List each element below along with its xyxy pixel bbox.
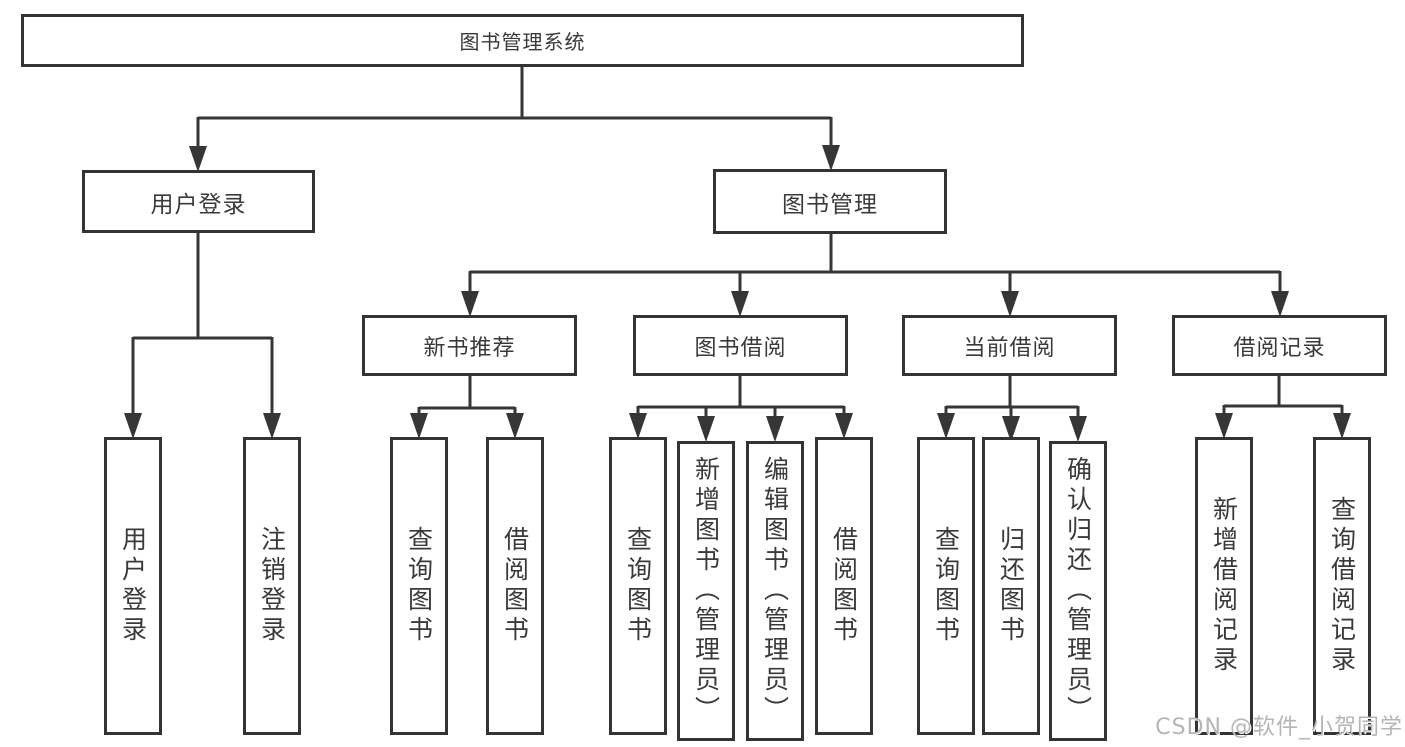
leaf-add-borrow-record-label: 新增借阅记录 [1209, 496, 1239, 676]
node-new-book-recommend-label: 新书推荐 [423, 335, 516, 361]
leaf-query-book-current: 查询图书 [917, 437, 975, 735]
leaf-edit-book-admin: 编辑图书（管理员） [746, 441, 804, 741]
leaf-query-borrow-record-label: 查询借阅记录 [1327, 496, 1357, 676]
leaf-add-borrow-record: 新增借阅记录 [1195, 437, 1253, 735]
leaf-add-book-admin: 新增图书（管理员） [677, 441, 735, 741]
leaf-user-login: 用户登录 [104, 437, 162, 735]
leaf-query-book-borrowing-label: 查询图书 [623, 526, 653, 646]
leaf-edit-book-admin-label: 编辑图书（管理员） [760, 456, 790, 726]
leaf-logout-label: 注销登录 [257, 526, 287, 646]
leaf-confirm-return-admin: 确认归还（管理员） [1049, 441, 1107, 741]
node-current-borrowing-label: 当前借阅 [963, 335, 1056, 361]
node-current-borrowing: 当前借阅 [902, 315, 1117, 376]
node-book-borrowing: 图书借阅 [633, 315, 848, 376]
leaf-query-borrow-record: 查询借阅记录 [1313, 437, 1371, 735]
leaf-confirm-return-admin-label: 确认归还（管理员） [1063, 456, 1093, 726]
node-borrowing-records: 借阅记录 [1172, 315, 1387, 376]
node-book-borrowing-label: 图书借阅 [694, 335, 787, 361]
node-book-management: 图书管理 [713, 169, 947, 234]
leaf-borrow-book-recommend-label: 借阅图书 [500, 526, 530, 646]
leaf-return-book-label: 归还图书 [996, 526, 1026, 646]
leaf-logout: 注销登录 [243, 437, 301, 735]
node-borrowing-records-label: 借阅记录 [1233, 335, 1326, 361]
arrowheads [124, 145, 1351, 442]
leaf-query-book-recommend: 查询图书 [390, 437, 448, 735]
watermark: CSDN @软件_小贺同学 [1155, 715, 1403, 740]
node-root-label: 图书管理系统 [459, 30, 586, 54]
leaf-borrow-book-borrowing-label: 借阅图书 [829, 526, 859, 646]
leaf-borrow-book-recommend: 借阅图书 [486, 437, 544, 735]
leaf-add-book-admin-label: 新增图书（管理员） [691, 456, 721, 726]
leaf-return-book: 归还图书 [982, 437, 1040, 735]
node-root: 图书管理系统 [21, 14, 1024, 67]
leaf-query-book-borrowing: 查询图书 [609, 437, 667, 735]
leaf-user-login-label: 用户登录 [118, 526, 148, 646]
node-user-login: 用户登录 [82, 170, 315, 233]
leaf-query-book-recommend-label: 查询图书 [404, 526, 434, 646]
node-book-management-label: 图书管理 [782, 191, 878, 218]
node-user-login-label: 用户登录 [150, 191, 247, 218]
leaf-query-book-current-label: 查询图书 [931, 526, 961, 646]
node-new-book-recommend: 新书推荐 [362, 315, 577, 376]
leaf-borrow-book-borrowing: 借阅图书 [815, 437, 873, 735]
